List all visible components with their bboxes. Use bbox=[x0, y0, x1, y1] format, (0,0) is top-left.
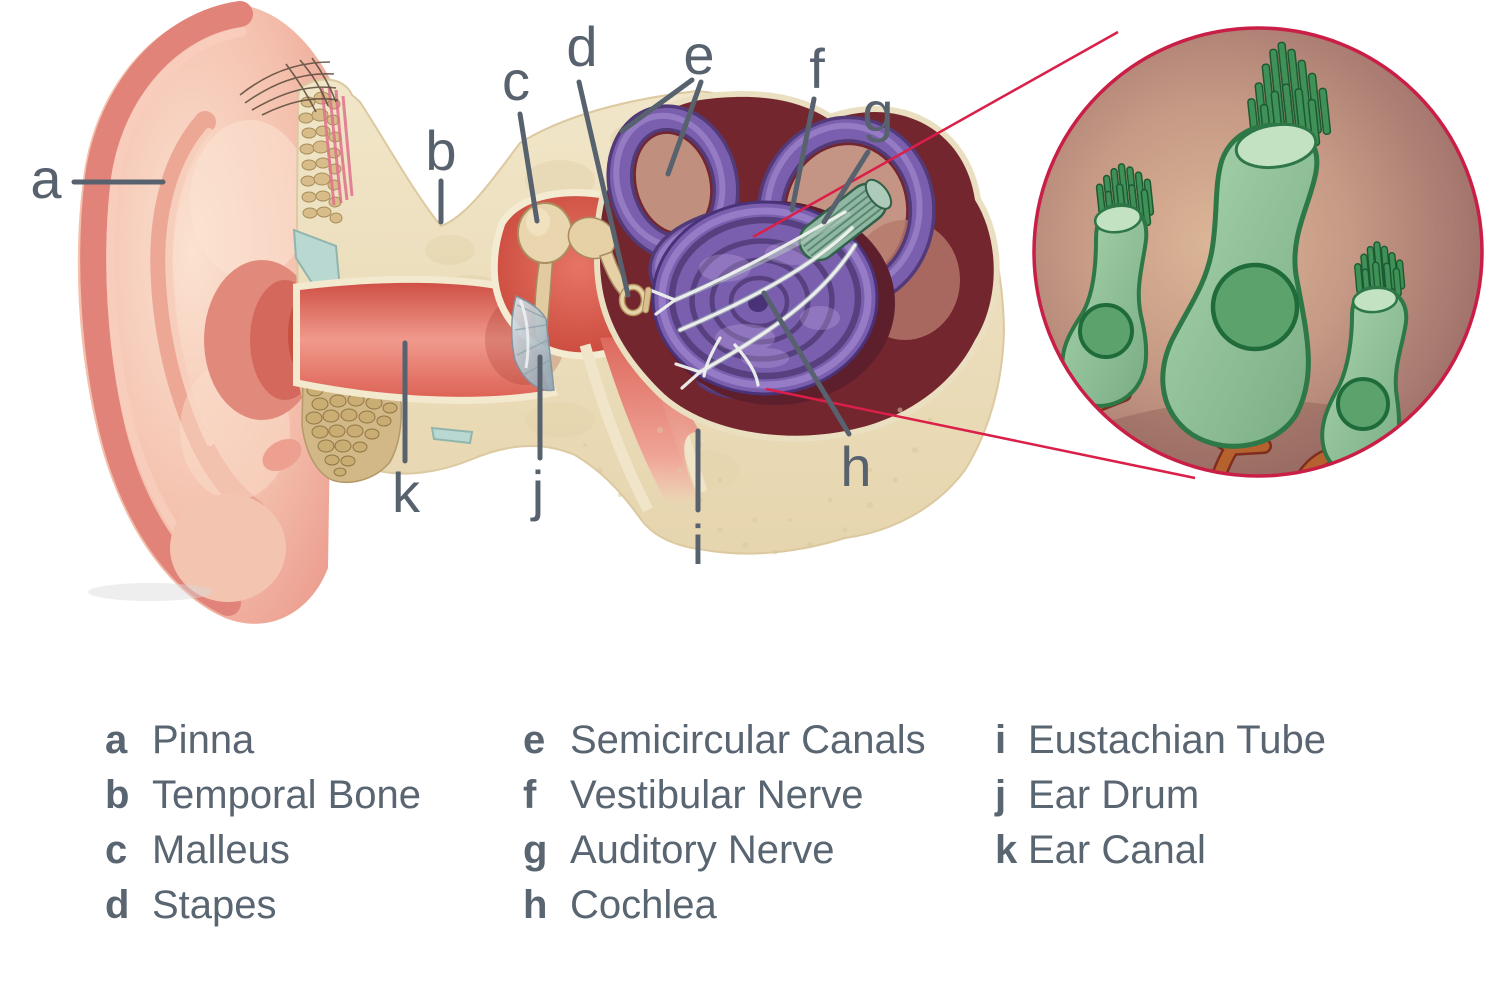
magnifier-callout-lines bbox=[752, 30, 1196, 480]
marker-c: c bbox=[502, 49, 530, 112]
legend-item-cochlea: h Cochlea bbox=[523, 878, 926, 933]
legend-item-temporal-bone: b Temporal Bone bbox=[105, 768, 421, 823]
inner-ear-illustration bbox=[593, 90, 1000, 442]
leader-line-d bbox=[576, 79, 631, 298]
marker-f: f bbox=[809, 37, 825, 100]
ear-drum-illustration bbox=[510, 294, 555, 392]
hair-cell-left bbox=[1060, 163, 1155, 408]
legend-term: Temporal Bone bbox=[152, 773, 422, 817]
leader-line-g bbox=[821, 149, 871, 225]
legend-key: d bbox=[105, 883, 130, 927]
legend-term: Pinna bbox=[152, 718, 255, 762]
legend-key: h bbox=[523, 883, 548, 927]
leader-line-e2 bbox=[665, 79, 704, 177]
diagram-markers: a b c d e f g h i j k bbox=[30, 15, 893, 576]
legend-term: Ear Drum bbox=[1028, 773, 1200, 817]
legend-key: c bbox=[105, 828, 128, 872]
inset-circle-border bbox=[1032, 26, 1484, 478]
legend-key: j bbox=[995, 773, 1007, 817]
legend-item-vestibular-nerve: f Vestibular Nerve bbox=[523, 768, 926, 823]
legend-item-pinna: a Pinna bbox=[105, 713, 421, 768]
legend-term: Vestibular Nerve bbox=[570, 773, 864, 817]
marker-j: j bbox=[530, 459, 544, 522]
legend-column-1: a Pinna b Temporal Bone c Malleus d Stapes bbox=[105, 713, 421, 933]
marker-d: d bbox=[566, 15, 597, 78]
legend-column-2: e Semicircular Canals f Vestibular Nerve g… bbox=[523, 713, 926, 933]
legend-item-stapes: d Stapes bbox=[105, 878, 421, 933]
legend-key: g bbox=[523, 828, 548, 872]
legend-item-semicircular-canals: e Semicircular Canals bbox=[523, 713, 926, 768]
marker-i: i bbox=[692, 513, 704, 576]
marker-k: k bbox=[392, 461, 421, 524]
legend-key: f bbox=[523, 773, 537, 817]
legend-term: Semicircular Canals bbox=[570, 718, 926, 762]
legend-key: i bbox=[995, 718, 1007, 762]
legend-key: e bbox=[523, 718, 546, 762]
legend-term: Stapes bbox=[152, 883, 277, 927]
bone-dust-speckles bbox=[583, 407, 933, 555]
legend-term: Eustachian Tube bbox=[1028, 718, 1326, 762]
marker-leader-lines bbox=[71, 77, 871, 513]
legend-term: Ear Canal bbox=[1028, 828, 1206, 872]
marker-g: g bbox=[862, 80, 893, 143]
legend-key: a bbox=[105, 718, 128, 762]
leader-line-h bbox=[761, 290, 852, 437]
legend-term: Auditory Nerve bbox=[570, 828, 835, 872]
mastoid-cluster-lower bbox=[301, 375, 402, 483]
vestibular-nerve-illustration bbox=[648, 210, 858, 390]
legend-term: Malleus bbox=[152, 828, 290, 872]
legend: a Pinna b Temporal Bone c Malleus d Stapes e… bbox=[0, 713, 1500, 973]
legend-key: k bbox=[995, 828, 1018, 872]
marker-e: e bbox=[683, 23, 714, 86]
hair-cells-inset bbox=[1032, 26, 1484, 478]
ossicles-illustration bbox=[510, 202, 652, 392]
legend-item-auditory-nerve: g Auditory Nerve bbox=[523, 823, 926, 878]
stapes-illustration bbox=[618, 283, 652, 317]
legend-item-ear-drum: j Ear Drum bbox=[995, 768, 1326, 823]
leader-line-c bbox=[517, 111, 540, 224]
leader-line-e1 bbox=[619, 77, 695, 134]
legend-term: Cochlea bbox=[570, 883, 717, 927]
marker-b: b bbox=[425, 119, 456, 182]
marker-a: a bbox=[30, 147, 62, 210]
legend-item-malleus: c Malleus bbox=[105, 823, 421, 878]
hair-strands bbox=[239, 57, 339, 116]
hair-cell-center bbox=[1160, 41, 1332, 449]
leader-line-f bbox=[789, 96, 817, 213]
legend-item-eustachian-tube: i Eustachian Tube bbox=[995, 713, 1326, 768]
legend-key: b bbox=[105, 773, 130, 817]
marker-h: h bbox=[840, 435, 871, 498]
